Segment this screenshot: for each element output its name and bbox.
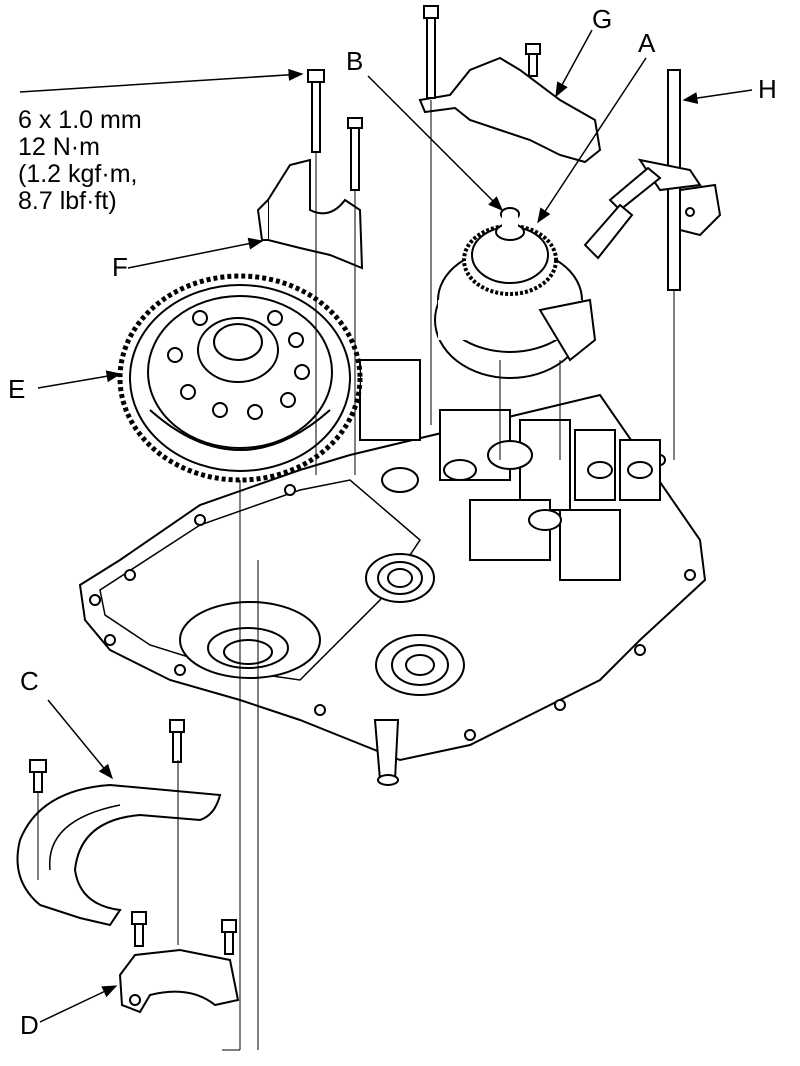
gear-e — [117, 273, 363, 483]
callout-c: C — [20, 666, 39, 696]
torque-spec: 6 x 1.0 mm 12 N·m (1.2 kgf·m, 8.7 lbf·ft… — [18, 107, 142, 215]
callout-a: A — [638, 28, 656, 58]
callout-g: G — [592, 4, 613, 34]
transmission-housing — [78, 359, 707, 786]
gear-a-assembly — [434, 207, 597, 379]
torque-lbfft-label: 8.7 lbf·ft) — [18, 187, 117, 215]
shift-shaft-h — [583, 69, 722, 291]
callout-h: H — [758, 74, 777, 104]
torque-nm-label: 12 N·m — [18, 133, 100, 161]
callout-f: F — [112, 252, 128, 282]
callout-d: D — [20, 1010, 39, 1040]
bolt-size-label: 6 x 1.0 mm — [18, 106, 142, 134]
cover-g — [418, 5, 602, 164]
alignment-lines — [37, 100, 675, 1051]
cover-c — [16, 719, 222, 927]
cover-d — [118, 911, 240, 1014]
cover-f — [256, 69, 364, 270]
callout-b: B — [346, 46, 364, 76]
leader-arrows — [19, 29, 753, 1023]
torque-kgfm-label: (1.2 kgf·m, — [18, 160, 138, 188]
callout-e: E — [8, 374, 26, 404]
